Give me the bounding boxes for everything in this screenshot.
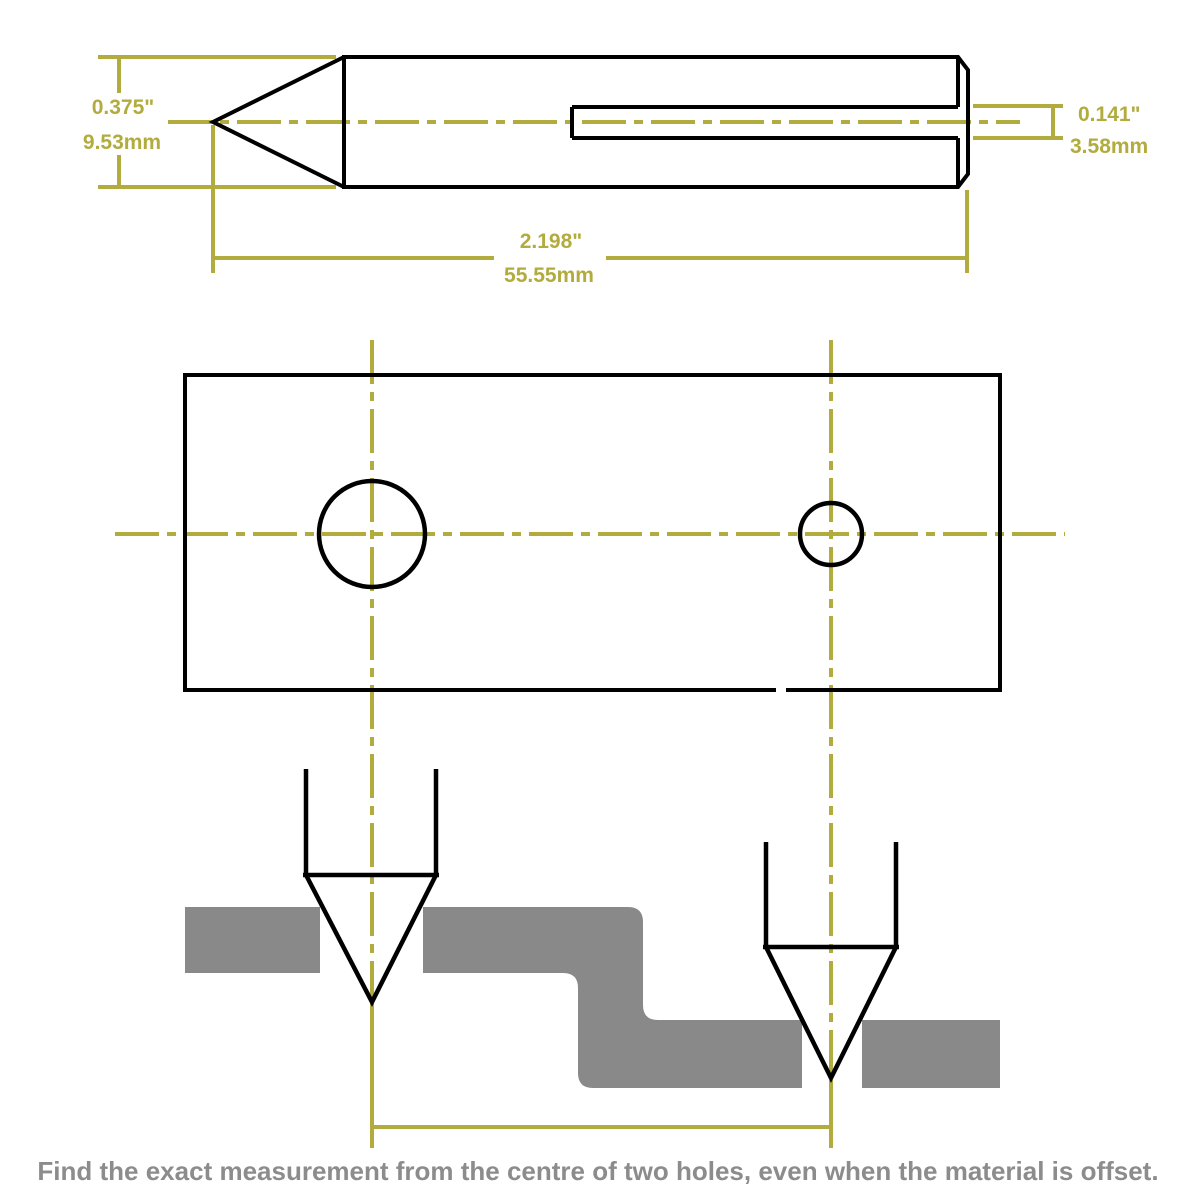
left-punch-body: [303, 769, 439, 878]
pin-tip-slot: [570, 105, 958, 140]
left-transfer-punch: [303, 769, 439, 1007]
plate-outline: [183, 373, 1002, 692]
material-step-shape: [185, 907, 1000, 1088]
large-hole: [316, 478, 428, 590]
pin-side-view: [208, 55, 970, 189]
diameter-inches-label: 0.375": [92, 96, 155, 119]
tip-width-mm-label: 3.58mm: [1070, 135, 1148, 158]
plate-top-view: [183, 373, 1002, 694]
right-punch-point: [763, 945, 899, 1084]
offset-material-profile: [185, 905, 1000, 1089]
pin-point-cone: [208, 55, 345, 189]
left-punch-point: [304, 873, 439, 1007]
length-inches-label: 2.198": [520, 230, 583, 253]
length-mm-label: 55.55mm: [504, 264, 594, 287]
plate-outline-gap: [776, 686, 786, 694]
dimension-labels: 0.375" 9.53mm 2.198" 55.55mm 0.141" 3.58…: [83, 96, 1148, 287]
tip-width-inches-label: 0.141": [1078, 103, 1141, 126]
right-transfer-punch: [763, 842, 899, 1084]
caption: Find the exact measurement from the cent…: [37, 1156, 1158, 1186]
dimension-and-centerlines: [98, 55, 1065, 1148]
small-hole: [797, 500, 865, 568]
right-punch-body: [763, 842, 899, 950]
diameter-mm-label: 9.53mm: [83, 131, 161, 154]
